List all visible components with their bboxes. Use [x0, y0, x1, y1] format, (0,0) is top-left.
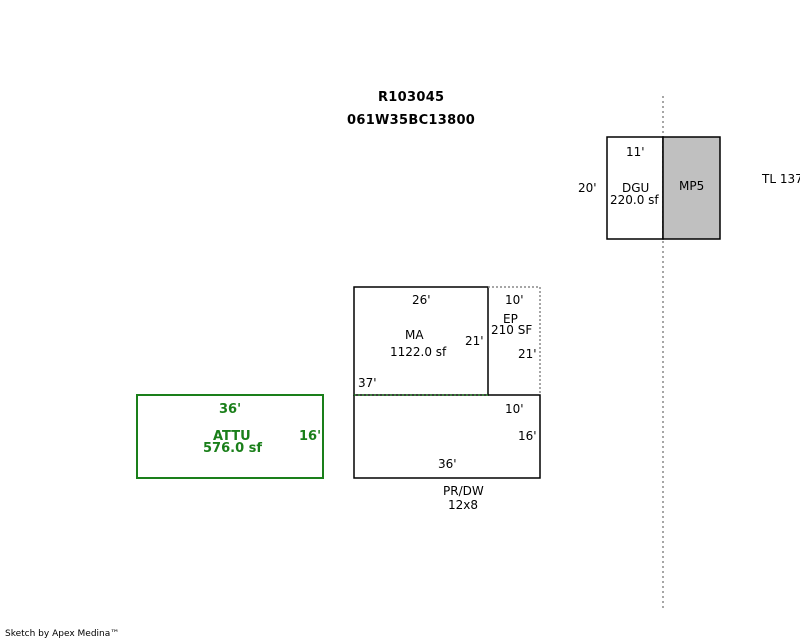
ep-name: EP — [503, 312, 518, 326]
ma-right-dim: 21' — [465, 334, 484, 348]
ep-right-dim: 21' — [518, 347, 537, 361]
ep-top-dim: 10' — [505, 293, 524, 307]
prdw-inner-dim: 10' — [505, 402, 524, 416]
dgu-name: DGU — [622, 181, 650, 195]
ma-name: MA — [405, 328, 424, 342]
mp5-name: MP5 — [679, 179, 705, 193]
prdw-bottom-dim: 36' — [438, 457, 457, 471]
prdw-size: 12x8 — [448, 498, 479, 512]
tl-name: TL 137 — [762, 172, 800, 186]
attu-outline[interactable] — [136, 394, 324, 479]
dgu-area: 220.0 sf — [610, 193, 659, 207]
attu-top-dim: 36' — [219, 402, 242, 417]
prdw-right-dim: 16' — [518, 429, 537, 443]
attu-name: ATTU — [213, 429, 251, 444]
dgu-width-label: 11' — [626, 145, 645, 159]
prdw-outline[interactable] — [353, 394, 541, 479]
mp5-outline[interactable] — [662, 136, 721, 240]
account-number: R103045 — [378, 90, 445, 105]
ma-left-dim: 37' — [358, 376, 377, 390]
ep-outline[interactable] — [488, 286, 541, 395]
dgu-height-label: 20' — [578, 181, 597, 195]
ma-outline[interactable] — [353, 286, 489, 396]
ep-area: 210 SF — [491, 323, 533, 337]
ma-area: 1122.0 sf — [390, 345, 447, 359]
sketch-credit: Sketch by Apex Medina™ — [5, 629, 120, 639]
prdw-name: PR/DW — [443, 484, 484, 498]
attu-right-dim: 16' — [299, 429, 322, 444]
attu-area: 576.0 sf — [203, 441, 263, 456]
ma-top-dim: 26' — [412, 293, 431, 307]
parcel-number: 061W35BC13800 — [347, 113, 476, 128]
